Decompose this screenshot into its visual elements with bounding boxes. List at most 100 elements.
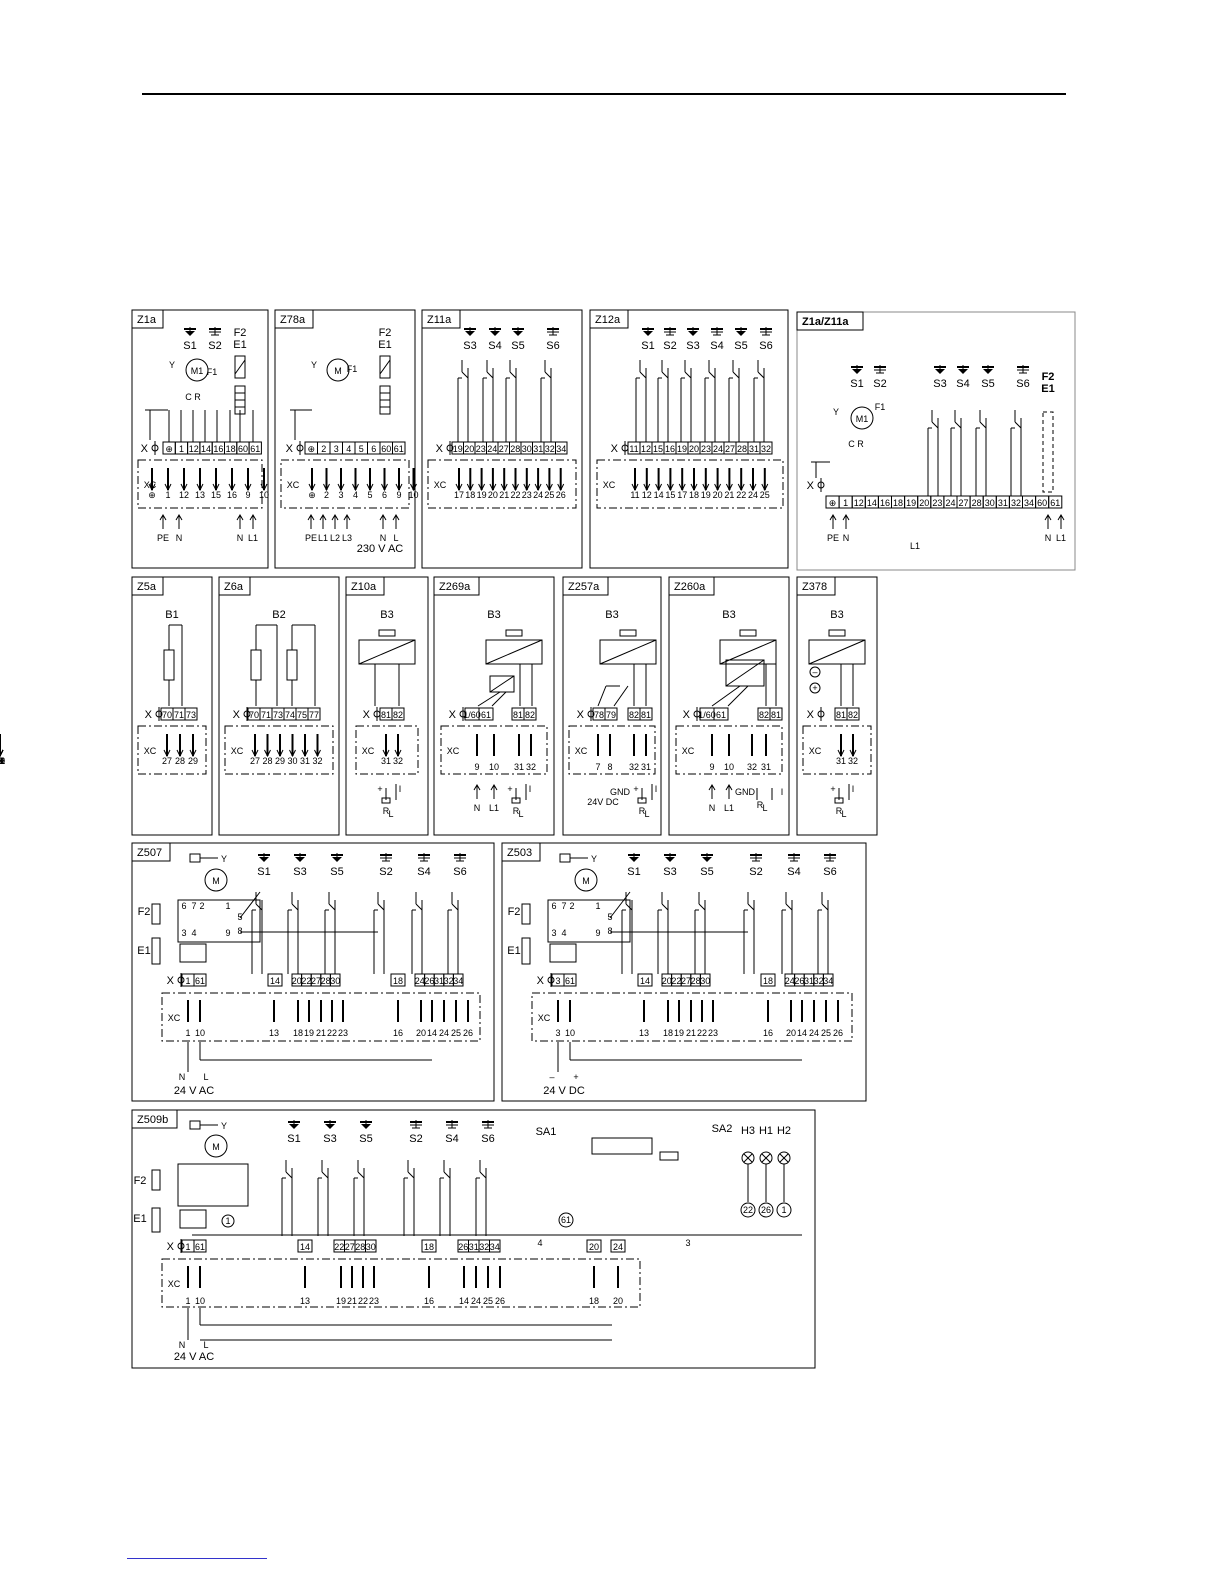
xc-terminal: 19: [336, 1296, 346, 1306]
xc-terminal: 16: [424, 1296, 434, 1306]
plus-label: +: [812, 683, 817, 693]
wire: [785, 903, 793, 911]
pin: 2: [199, 901, 204, 911]
terminal-label: 32: [444, 976, 454, 986]
terminal-label: 22: [671, 976, 681, 986]
xc-terminal: 1: [185, 1028, 190, 1038]
switch-actuator: [643, 331, 653, 336]
wire: [708, 371, 716, 379]
transmitter-head: [619, 629, 637, 637]
terminal-label: 28: [510, 444, 520, 454]
transmitter-head: [505, 629, 523, 637]
fuse-label: F2: [138, 906, 151, 918]
arrow: [331, 514, 339, 521]
y-valve: [189, 853, 201, 863]
panel-tag: [345, 576, 385, 596]
xc-label: XC: [538, 1013, 551, 1023]
terminal: [365, 1239, 377, 1253]
wire: [255, 903, 263, 911]
xc-box: [355, 725, 419, 775]
arrow: [473, 784, 481, 791]
lamp-label: H1: [759, 1125, 773, 1137]
i-label: I: [852, 784, 855, 794]
terminal-label: 22: [301, 976, 311, 986]
fuse-label: F2: [134, 1175, 147, 1187]
terminal-label: 70: [162, 710, 172, 720]
terminal-label: 23: [476, 444, 486, 454]
xc-label: XC: [447, 746, 460, 756]
heater-label: E1: [378, 339, 391, 351]
xc-terminal: 7: [0, 756, 3, 766]
xc-terminal: 7: [595, 762, 600, 772]
pin-arrow: [337, 483, 345, 492]
terminal: [822, 973, 834, 987]
pin-arrow: [655, 483, 663, 492]
xc-terminal: 5: [367, 490, 372, 500]
x-label: X: [577, 709, 585, 721]
xc-terminal: 32: [848, 756, 858, 766]
motor-label: M: [334, 366, 342, 376]
controller-box: [177, 899, 261, 943]
terminal: [478, 707, 494, 721]
panel-frame: [501, 842, 867, 1102]
heater-symbol: [151, 937, 161, 965]
wire: [931, 421, 939, 429]
supply-label: N: [843, 533, 850, 543]
switch-label: S3: [293, 866, 306, 878]
switch-actuator: [688, 331, 698, 336]
terminal-label: 22: [334, 1242, 344, 1252]
pin-arrow: [678, 483, 686, 492]
panel-tag: [433, 576, 480, 596]
terminal-label: 27: [499, 444, 509, 454]
terminal-label: 61: [565, 976, 575, 986]
wire: [779, 1153, 789, 1163]
terminal: [421, 1239, 437, 1253]
xc-terminal: 23: [338, 1028, 348, 1038]
xc-terminal: 9: [709, 762, 714, 772]
terminal-label: 1: [185, 976, 190, 986]
motor-symbol: [326, 358, 350, 382]
pin-arrow: [382, 749, 390, 758]
wire: [479, 1171, 487, 1179]
xc-terminal: 9: [0, 756, 3, 766]
terminal-label: 31: [469, 1242, 479, 1252]
xc-terminal: 18: [689, 490, 699, 500]
xc-terminal: 14: [459, 1296, 469, 1306]
switch-label: S2: [379, 866, 392, 878]
arrow: [1057, 514, 1065, 521]
x-strip-b: 14: [267, 973, 283, 987]
switch-actuator: [325, 1124, 335, 1129]
terminal-label: 79: [606, 710, 616, 720]
xc-box: [161, 1258, 641, 1308]
terminal-label: 3: [555, 976, 560, 986]
switch-label: S1: [287, 1133, 300, 1145]
x-strip-g: 24: [610, 1239, 626, 1253]
panel-id: Z260a: [674, 581, 706, 593]
terminal-label: 75: [297, 710, 307, 720]
xc-terminal: 19: [304, 1028, 314, 1038]
terminal-label: 1: [185, 1242, 190, 1252]
panel-tag: [131, 576, 164, 596]
terminal-label: 27: [681, 976, 691, 986]
terminal-label: 26: [794, 976, 804, 986]
xc-terminal: 17: [454, 490, 464, 500]
terminal-label: 81: [513, 710, 523, 720]
xc-terminal: 10: [259, 490, 269, 500]
terminal-label: 61: [394, 444, 404, 454]
terminal-label: 71: [174, 710, 184, 720]
pin: 9: [595, 928, 600, 938]
pin-arrow: [466, 483, 474, 492]
voltage-label: 24 V AC: [174, 1351, 214, 1363]
xc-terminal: 22: [327, 1028, 337, 1038]
voltage-label: 24 V AC: [174, 1085, 214, 1097]
xc-label: XC: [809, 746, 822, 756]
pin-arrow: [260, 483, 268, 492]
wire: [698, 903, 706, 911]
x-label: X: [233, 709, 241, 721]
